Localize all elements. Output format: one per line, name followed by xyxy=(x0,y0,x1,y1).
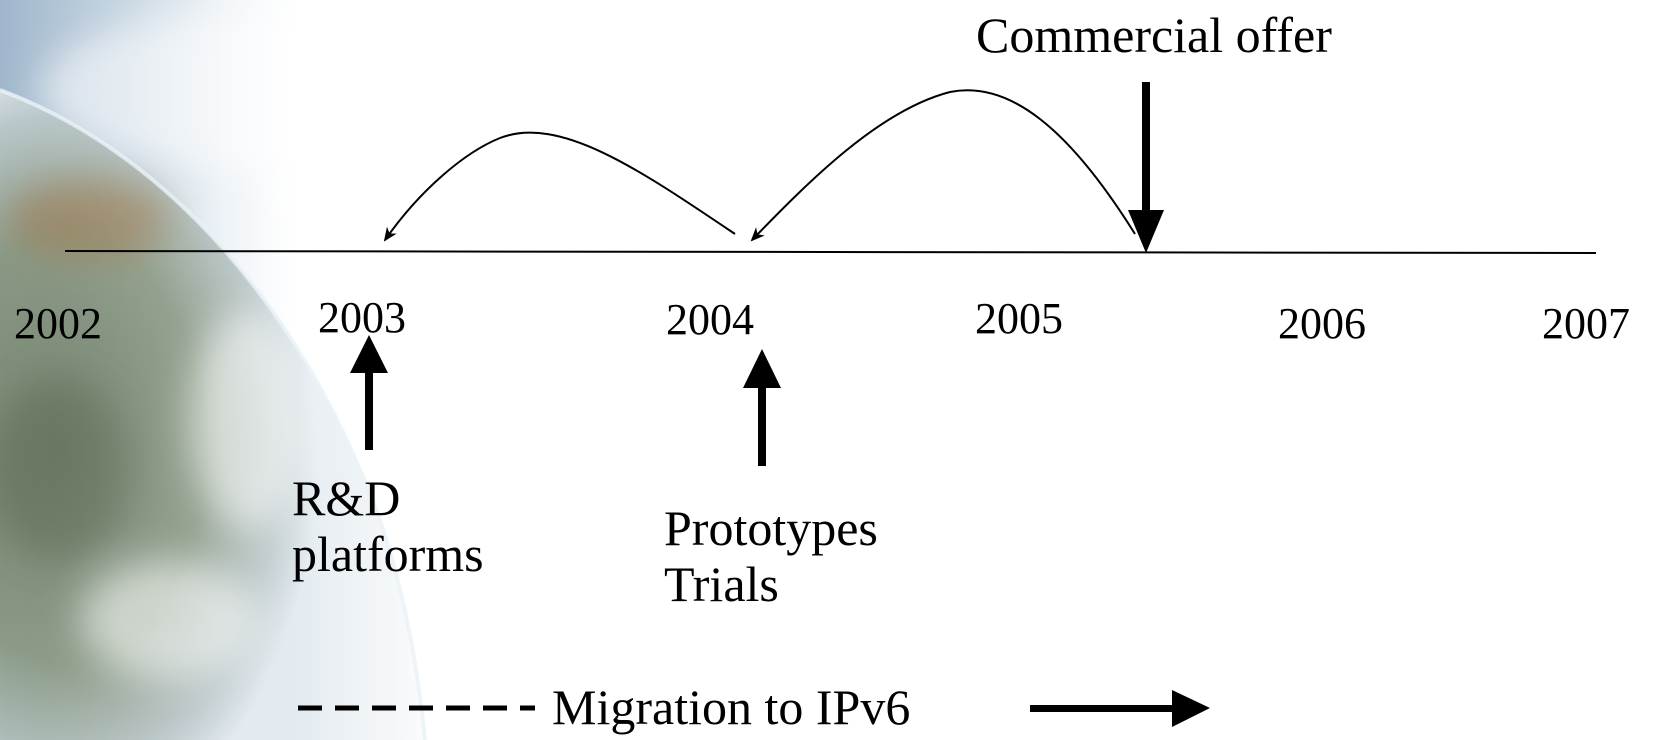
rd-platforms-arrow xyxy=(350,335,388,450)
year-label-2004: 2004 xyxy=(666,295,754,344)
year-label-2002: 2002 xyxy=(14,299,102,348)
migration-legend-label: Migration to IPv6 xyxy=(552,679,911,735)
year-label-2006: 2006 xyxy=(1278,299,1366,348)
timeline-axis xyxy=(64,250,1597,254)
prototypes-label-line1: Prototypes xyxy=(664,500,878,556)
commercial-offer-arrow xyxy=(1128,82,1164,253)
year-label-2007: 2007 xyxy=(1542,299,1630,348)
year-label-2003: 2003 xyxy=(318,293,406,342)
curved-arrow-to-2004 xyxy=(750,89,1136,242)
legend-solid-arrow xyxy=(1030,690,1210,727)
prototypes-arrow xyxy=(743,349,781,466)
rd-platforms-label: R&D platforms xyxy=(292,470,484,582)
prototypes-label-line2: Trials xyxy=(664,556,779,612)
year-label-2005: 2005 xyxy=(975,294,1063,343)
rd-label-line1: R&D xyxy=(292,470,401,526)
prototypes-trials-label: Prototypes Trials xyxy=(664,500,878,612)
commercial-offer-label: Commercial offer xyxy=(976,7,1332,63)
curved-arrow-to-2003 xyxy=(383,131,736,242)
rd-label-line2: platforms xyxy=(292,526,484,582)
